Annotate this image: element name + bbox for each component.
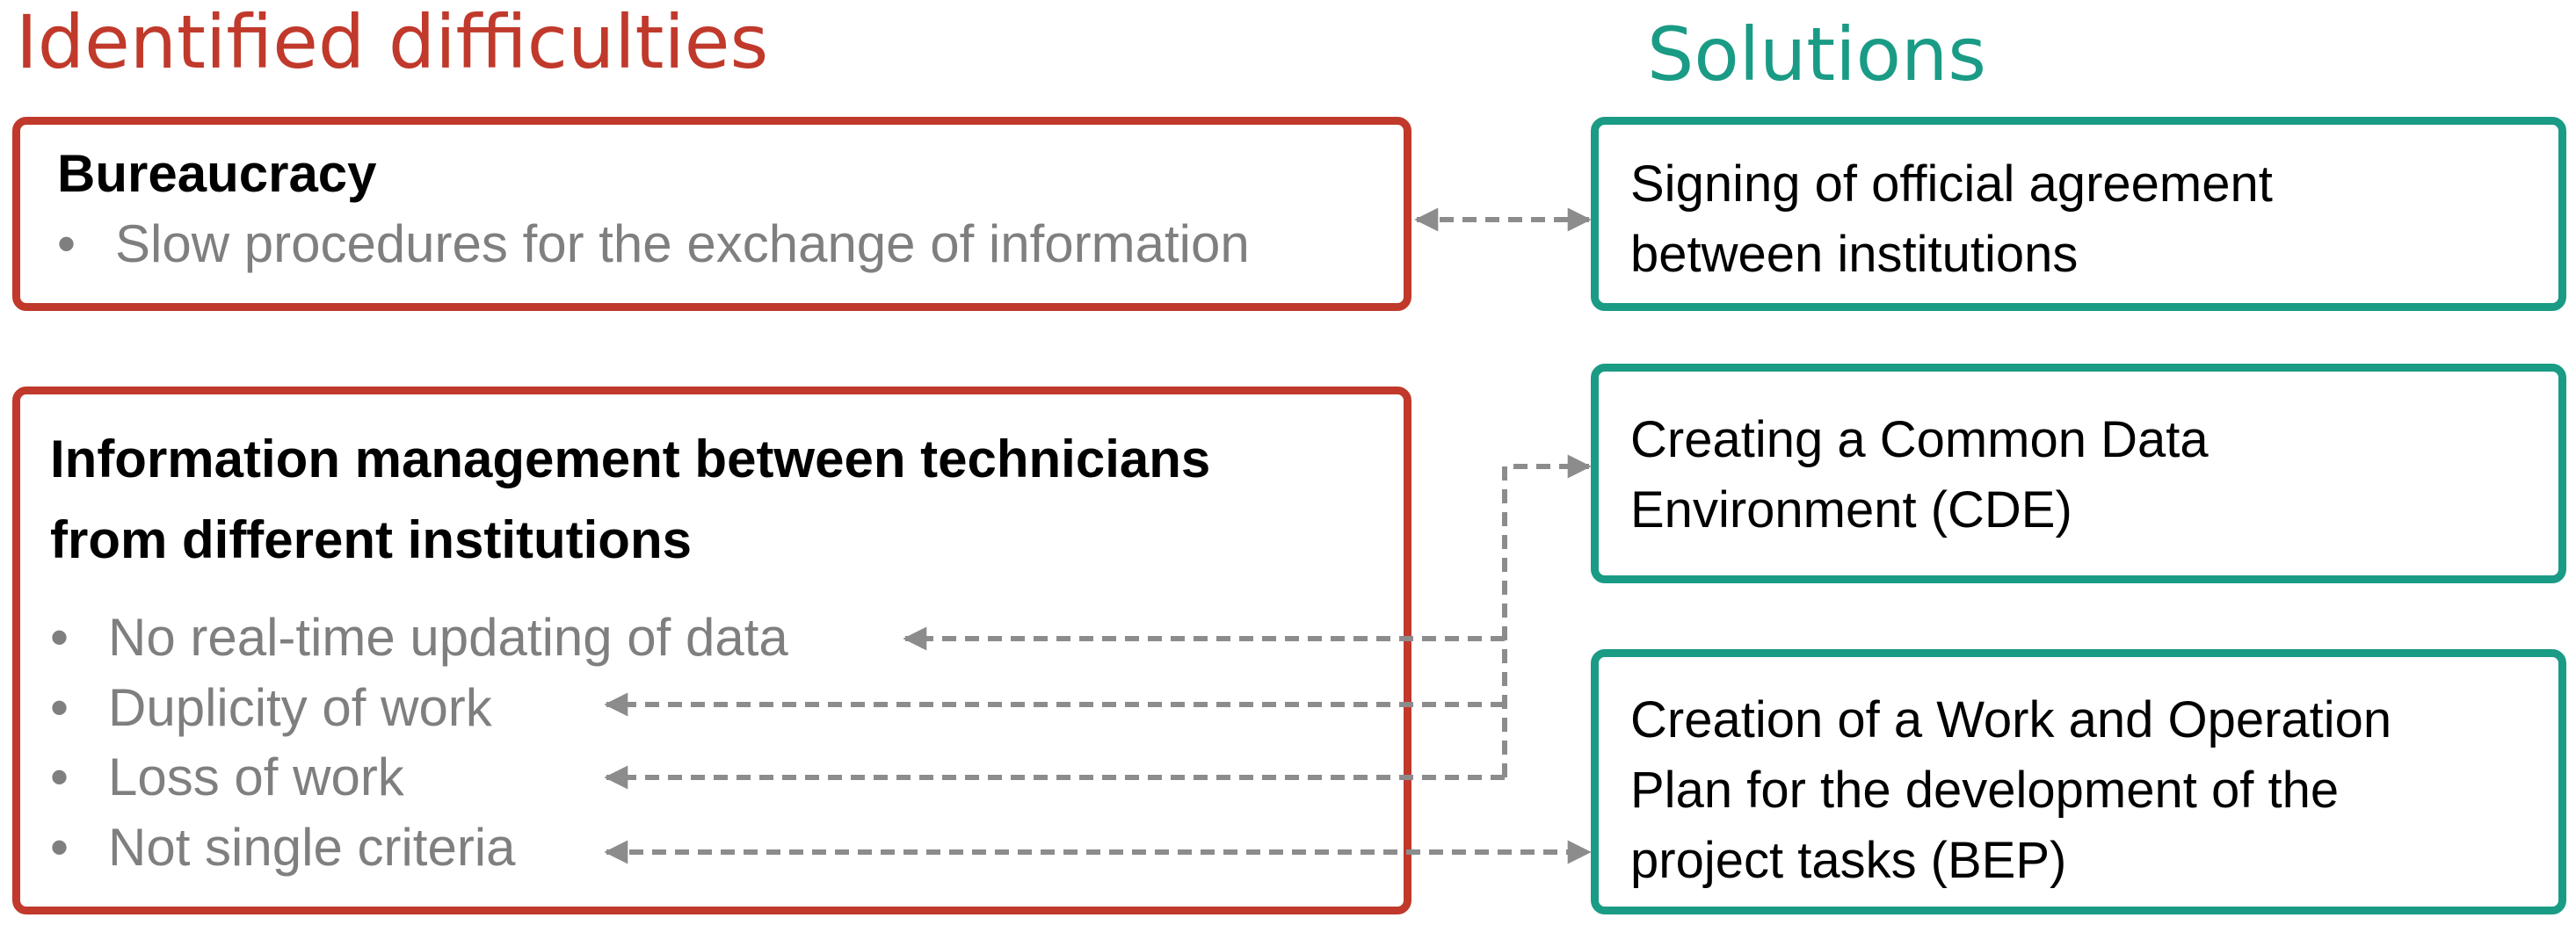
bullet-text: Loss of work (108, 748, 404, 806)
bullet-icon: • (57, 214, 76, 273)
bullet-icon: • (50, 678, 69, 737)
solutions-heading: Solutions (1647, 11, 1986, 98)
solution-box-common-data-environment: Creating a Common Data Environment (CDE) (1591, 364, 2566, 583)
solution-text: Creation of a Work and Operation Plan fo… (1630, 685, 2391, 896)
bullet-icon: • (50, 748, 69, 806)
solution-line: Creation of a Work and Operation (1630, 691, 2392, 748)
bullet-text: No real-time updating of data (108, 608, 788, 667)
difficulties-heading: Identified difficulties (16, 0, 769, 85)
solution-line: Creating a Common Data (1630, 411, 2209, 468)
solution-line: Plan for the development of the (1630, 762, 2340, 819)
bullet-text: Not single criteria (108, 818, 516, 877)
difficulty-title-line-1: Information management between technicia… (50, 430, 1211, 488)
solution-box-official-agreement: Signing of official agreement between in… (1591, 117, 2566, 311)
bullet-text: Duplicity of work (108, 678, 492, 737)
difficulty-box-bureaucracy: Bureaucracy • Slow procedures for the ex… (12, 117, 1411, 311)
bullet-icon: • (50, 818, 69, 877)
difficulty-title: Bureaucracy (57, 144, 377, 203)
arrow-cde-to-solution (1502, 454, 1592, 777)
solution-line: between institutions (1630, 226, 2079, 283)
difficulty-title-line-2: from different institutions (50, 510, 692, 569)
solution-line: Signing of official agreement (1630, 155, 2273, 213)
solution-line: Environment (CDE) (1630, 481, 2072, 538)
solution-line: project tasks (BEP) (1630, 832, 2067, 889)
bullet-text: Slow procedures for the exchange of info… (115, 214, 1250, 273)
solution-box-work-operation-plan: Creation of a Work and Operation Plan fo… (1591, 649, 2566, 914)
solution-text: Creating a Common Data Environment (CDE) (1630, 405, 2209, 546)
solution-text: Signing of official agreement between in… (1630, 149, 2273, 290)
difficulty-box-information-management: Information management between technicia… (12, 387, 1411, 914)
bullet-icon: • (50, 608, 69, 667)
